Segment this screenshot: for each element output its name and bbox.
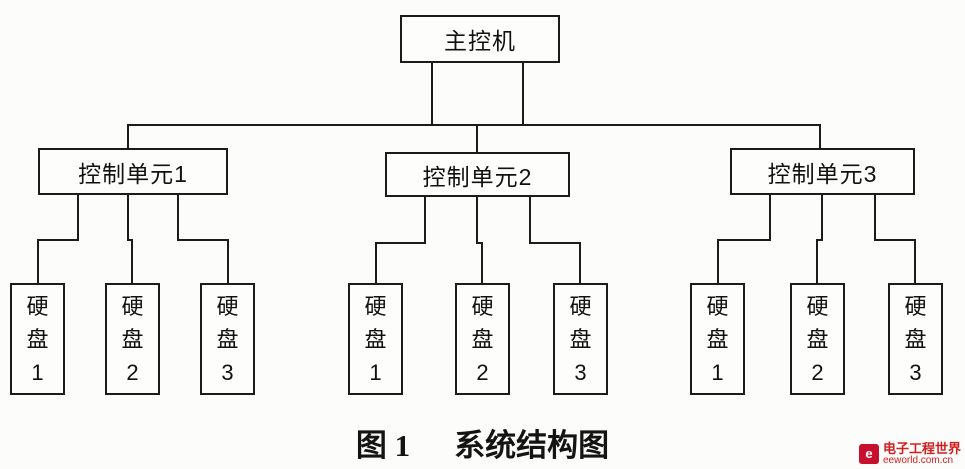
node-main-controller: 主控机: [400, 15, 560, 63]
node-disk-2-2: 硬 盘 2: [455, 283, 510, 395]
node-disk-2-3: 硬 盘 3: [553, 283, 608, 395]
node-control-unit-3: 控制单元3: [730, 148, 915, 195]
node-disk-3-2: 硬 盘 2: [790, 283, 845, 395]
node-control-unit-2: 控制单元2: [385, 152, 570, 197]
figure-caption: 图 1 系统结构图: [0, 420, 965, 465]
site-name: 电子工程世界: [882, 440, 961, 456]
node-disk-1-1: 硬 盘 1: [10, 283, 65, 395]
site-logo-text: 电子工程世界 eeworld.com.cn: [883, 442, 961, 466]
node-disk-1-3: 硬 盘 3: [200, 283, 255, 395]
node-disk-2-1: 硬 盘 1: [348, 283, 403, 395]
figure-title: 系统结构图: [454, 428, 610, 463]
figure-number: 图 1: [355, 428, 411, 463]
watermark-logo: e 电子工程世界 eeworld.com.cn: [858, 442, 961, 466]
site-url: eeworld.com.cn: [882, 454, 954, 466]
node-disk-3-3: 硬 盘 3: [888, 283, 943, 395]
node-disk-1-2: 硬 盘 2: [105, 283, 160, 395]
node-disk-3-1: 硬 盘 1: [690, 283, 745, 395]
node-control-unit-1: 控制单元1: [38, 148, 228, 195]
site-logo-icon: e: [858, 443, 879, 464]
